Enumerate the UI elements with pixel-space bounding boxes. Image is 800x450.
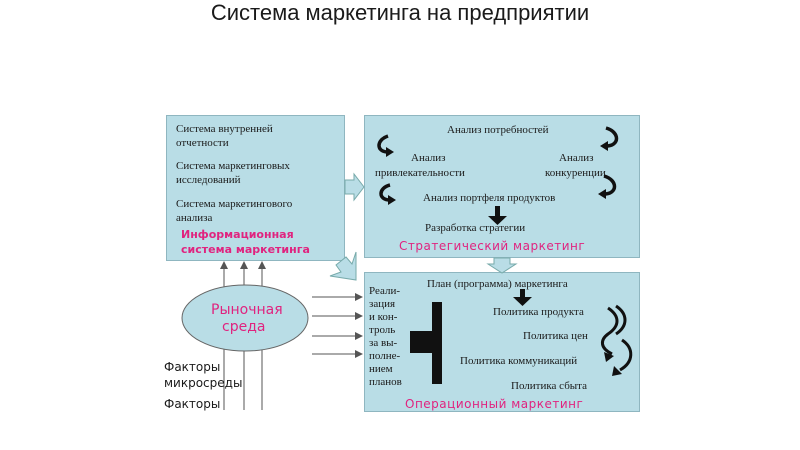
t-shape-icon <box>410 302 442 384</box>
factors-line-2: микросреды <box>164 376 243 390</box>
curved-arrow-icon <box>379 183 391 202</box>
down-arrow-icon <box>495 206 500 218</box>
info-item-2-line-1: Система маркетинговых <box>176 160 290 172</box>
attractiveness-line-2: привлекательности <box>375 167 465 179</box>
control-line-5: за вы- <box>369 337 398 349</box>
upward-arrow-heads <box>220 261 266 269</box>
portfolio-analysis: Анализ портфеля продуктов <box>423 192 556 204</box>
zigzag-arrow-icon <box>601 306 619 356</box>
control-line-6: полне- <box>369 350 401 362</box>
info-to-operational-arrow <box>329 251 357 281</box>
info-item-3-line-2: анализа <box>176 212 213 224</box>
competition-line-1: Анализ <box>559 152 594 164</box>
competition-line-2: конкуренции <box>545 167 606 179</box>
policy-communications: Политика коммуникаций <box>460 355 578 367</box>
market-environment-line-2: среда <box>222 319 266 335</box>
curved-arrow-icon <box>377 134 389 154</box>
policy-price: Политика цен <box>523 330 588 342</box>
information-system-box: Система внутренней отчетности Система ма… <box>166 115 345 261</box>
attractiveness-line-1: Анализ <box>411 152 446 164</box>
strategic-marketing-label: Стратегический маркетинг <box>399 239 586 253</box>
control-line-8: планов <box>369 376 402 388</box>
control-line-3: и кон- <box>369 311 398 323</box>
strategic-to-operational-arrow <box>486 257 518 274</box>
control-line-4: троль <box>369 324 396 336</box>
policy-distribution: Политика сбыта <box>511 380 588 392</box>
control-line-1: Реали- <box>369 285 401 297</box>
curved-arrow-icons <box>377 126 619 202</box>
info-item-2-line-2: исследований <box>176 174 241 186</box>
plan-label: План (программа) маркетинга <box>427 278 568 290</box>
factors-line-3: Факторы <box>164 397 221 411</box>
market-environment-ellipse <box>181 284 309 352</box>
curved-arrow-icon <box>603 174 617 196</box>
curved-arrow-icon <box>605 126 619 148</box>
horizontal-arrows <box>312 296 360 355</box>
strategy-development: Разработка стратегии <box>425 222 526 234</box>
info-label-line-2: система маркетинга <box>181 243 310 256</box>
info-label-line-1: Информационная <box>181 228 294 241</box>
market-environment-line-1: Рыночная <box>211 302 283 318</box>
factors-line-1: Факторы <box>164 360 221 374</box>
down-arrow-icons <box>488 206 532 306</box>
info-item-1-line-1: Система внутренней <box>176 123 273 135</box>
zigzag-arrow-icons <box>601 304 633 372</box>
needs-analysis: Анализ потребностей <box>447 124 549 136</box>
down-arrow-icon <box>520 289 525 299</box>
control-line-2: зация <box>369 298 396 310</box>
policy-product: Политика продукта <box>493 306 584 318</box>
operational-marketing-label: Операционный маркетинг <box>405 397 584 411</box>
info-item-1-line-2: отчетности <box>176 137 229 149</box>
info-item-3-line-1: Система маркетингового <box>176 198 293 210</box>
control-line-7: нием <box>369 363 393 375</box>
info-to-strategic-arrow <box>344 172 365 202</box>
page-title: Система маркетинга на предприятии <box>210 0 590 25</box>
